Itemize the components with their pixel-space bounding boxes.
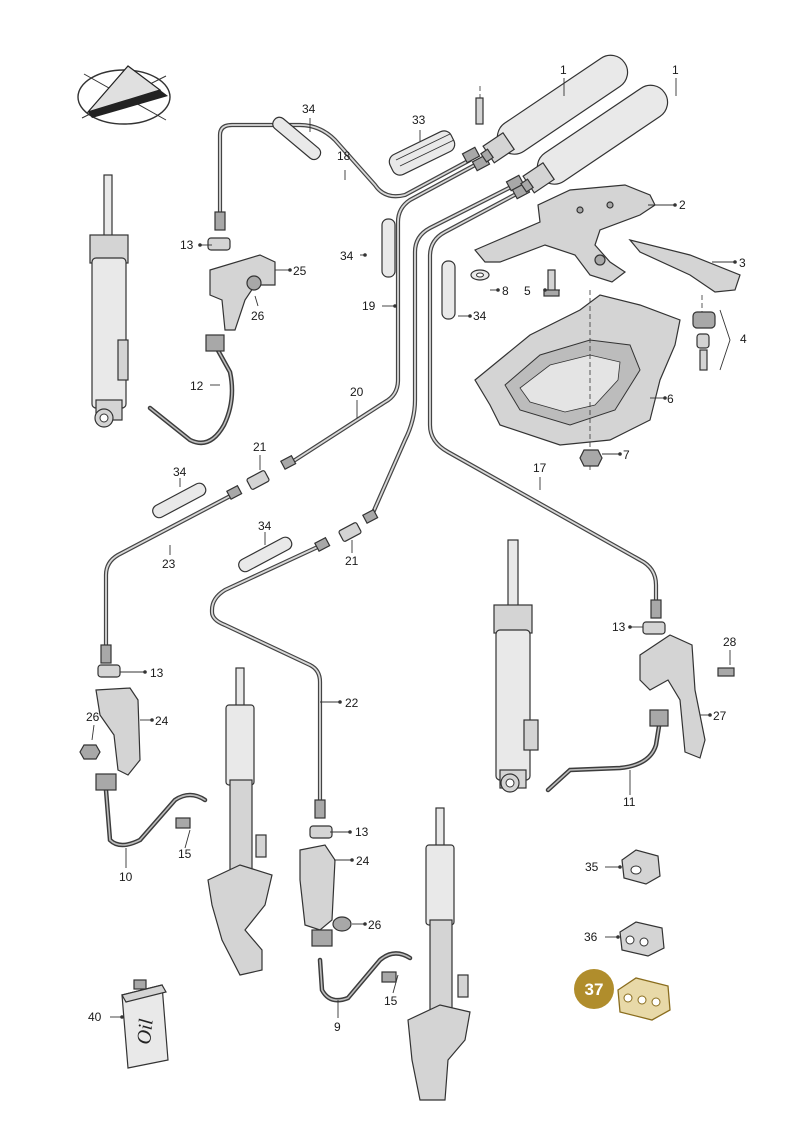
callout-34c: 34	[473, 309, 487, 323]
callout-12: 12	[190, 379, 204, 393]
pipe-fittings	[100, 146, 662, 819]
callout-23: 23	[162, 557, 176, 571]
strut-front-right	[407, 807, 471, 1101]
leader-lines	[91, 78, 735, 1018]
clip-37	[617, 977, 671, 1021]
callout-labels: 1 1 2 3 4 5 6 7 8 9 10 11 12 13 13 13 13…	[86, 63, 747, 1034]
callout-1a: 1	[560, 63, 567, 77]
callout-24b: 24	[356, 854, 370, 868]
callout-3: 3	[739, 256, 746, 270]
callout-26a: 26	[251, 309, 265, 323]
rear-left-bracket	[205, 237, 276, 352]
callout-11: 11	[623, 795, 636, 809]
callout-34e: 34	[258, 519, 272, 533]
protective-sleeves	[152, 116, 456, 573]
callout-34d: 34	[173, 465, 187, 479]
callout-7: 7	[623, 448, 630, 462]
clip-36	[619, 921, 665, 957]
callout-26c: 26	[368, 918, 382, 932]
callout-24a: 24	[155, 714, 169, 728]
highlight-badge-37[interactable]: 37	[574, 969, 614, 1009]
callout-10: 10	[119, 870, 133, 884]
callout-35: 35	[585, 860, 599, 874]
bracket	[470, 184, 741, 371]
callout-34a: 34	[302, 102, 316, 116]
callout-13d: 13	[355, 825, 369, 839]
oil-can-label: Oil	[133, 1017, 158, 1045]
callout-19: 19	[362, 299, 376, 313]
callout-20: 20	[350, 385, 364, 399]
callout-13a: 13	[180, 238, 194, 252]
callout-2: 2	[679, 198, 686, 212]
callout-13b: 13	[150, 666, 164, 680]
callout-17: 17	[533, 461, 547, 475]
orientation-icon	[77, 65, 171, 125]
callout-8: 8	[502, 284, 509, 298]
callout-18: 18	[337, 149, 351, 163]
front-right-bracket	[299, 825, 397, 983]
callout-6: 6	[667, 392, 674, 406]
clip-35	[621, 849, 661, 885]
callout-28: 28	[723, 635, 737, 649]
callout-21a: 21	[253, 440, 267, 454]
callout-27: 27	[713, 709, 727, 723]
callout-13c: 13	[612, 620, 626, 634]
callout-1b: 1	[672, 63, 679, 77]
front-left-bracket	[79, 664, 191, 829]
callout-33: 33	[412, 113, 426, 127]
callout-25: 25	[293, 264, 307, 278]
highlight-badge-label: 37	[585, 980, 604, 999]
cover-panel	[474, 290, 681, 470]
pressure-accumulators	[475, 54, 669, 194]
rear-right-bracket	[639, 621, 735, 759]
callout-9: 9	[334, 1020, 341, 1034]
callout-34b: 34	[340, 249, 354, 263]
leader-dots	[120, 203, 737, 1019]
callout-22: 22	[345, 696, 359, 710]
callout-5: 5	[524, 284, 531, 298]
callout-21b: 21	[345, 554, 359, 568]
shock-absorber-rear-right	[493, 539, 539, 793]
callout-4: 4	[740, 332, 747, 346]
strut-front-left	[207, 667, 273, 976]
callout-36: 36	[584, 930, 598, 944]
callout-15b: 15	[384, 994, 398, 1008]
callout-40: 40	[88, 1010, 102, 1024]
brake-pipes	[103, 122, 659, 808]
shock-absorber-rear-left	[89, 174, 129, 428]
oil-can: Oil	[121, 979, 169, 1069]
callout-26b: 26	[86, 710, 100, 724]
callout-15a: 15	[178, 847, 192, 861]
